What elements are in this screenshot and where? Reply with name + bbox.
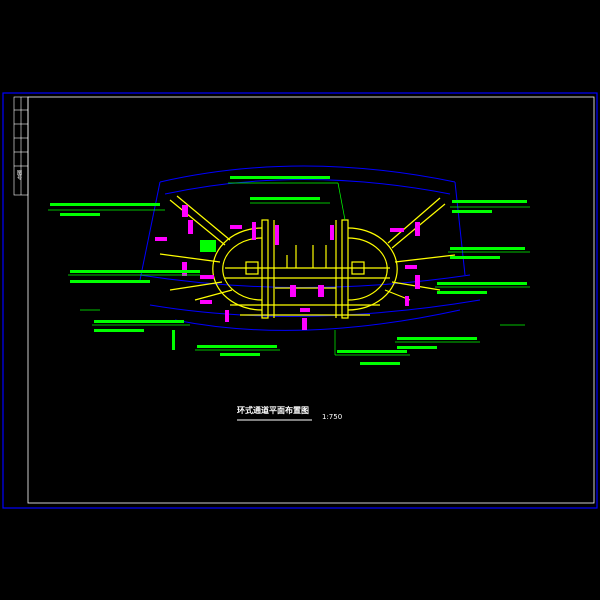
structure — [159, 195, 456, 319]
inner-border — [27, 96, 595, 504]
side-label: 图号 — [16, 170, 22, 180]
title-strip — [13, 96, 29, 196]
outer-frame — [2, 92, 598, 509]
road-edges — [139, 165, 481, 331]
drawing-scale: 1:750 — [322, 413, 343, 421]
label-marks — [50, 176, 527, 365]
annotations — [155, 205, 420, 330]
leaders — [48, 182, 530, 356]
drawing-title: 环式通道平面布置图 — [237, 406, 309, 415]
